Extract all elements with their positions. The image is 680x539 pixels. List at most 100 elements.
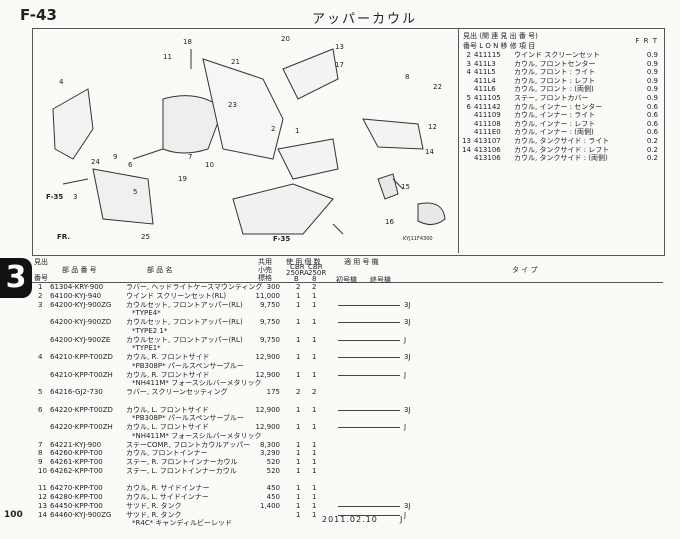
row-qty-b: 1 bbox=[312, 440, 317, 449]
legend-code: 411105 bbox=[474, 93, 501, 102]
row-part-name: *TYPE2 1* bbox=[132, 326, 168, 335]
callout-15: 15 bbox=[401, 183, 410, 191]
row-index: 12 bbox=[38, 493, 47, 501]
row-part-number: 64200-KYJ-900ZD bbox=[50, 318, 112, 326]
row-part-name: *TYPE4* bbox=[132, 309, 161, 318]
table-row: *TYPE1* bbox=[38, 344, 458, 353]
row-type: 3J bbox=[404, 300, 411, 309]
th-model-1: 250RA bbox=[286, 269, 309, 277]
row-qty-b: 1 bbox=[312, 466, 317, 475]
row-qty-a: 2 bbox=[296, 283, 301, 291]
row-part-number: 64210-KPP-T00ZD bbox=[50, 353, 113, 361]
row-index: 6 bbox=[38, 405, 43, 414]
row-qty-b: 1 bbox=[312, 493, 317, 501]
legend-index: 2 bbox=[466, 51, 471, 59]
row-part-name: *NH411M* フォースシルバーメタリック bbox=[132, 431, 262, 440]
row-part-name: カウルセット, フロントアッパー(RL) bbox=[126, 318, 243, 326]
row-price: 12,900 bbox=[255, 405, 281, 414]
callout-22: 22 bbox=[433, 83, 442, 91]
legend-desc: カウル, インナー : (両側) bbox=[514, 128, 594, 137]
row-qty-b: 1 bbox=[312, 501, 317, 510]
row-qty-b: 1 bbox=[312, 510, 317, 519]
print-date: 2011.02.10 bbox=[322, 515, 378, 524]
frame-range-line bbox=[338, 409, 400, 411]
row-part-number: 64200-KYJ-900ZG bbox=[50, 300, 112, 309]
legend-desc: カウル, フロントセンター bbox=[514, 59, 596, 68]
row-qty-b: 1 bbox=[312, 458, 317, 466]
diagram-frame bbox=[32, 28, 665, 256]
row-index: 4 bbox=[38, 353, 43, 361]
row-qty-a: 2 bbox=[296, 388, 301, 396]
callout-13: 13 bbox=[335, 43, 344, 51]
frame-range-line bbox=[338, 322, 400, 323]
th-usage-count: 使 用 個 数 bbox=[286, 258, 321, 266]
row-price: 520 bbox=[266, 458, 280, 466]
legend-frt: 0.6 bbox=[646, 119, 658, 128]
row-part-number: 64280-KPP-T00 bbox=[50, 493, 103, 501]
row-part-name: カウル, R. サイドインナー bbox=[126, 484, 210, 493]
legend-frt: 0.9 bbox=[646, 93, 658, 102]
legend-code: 411L6 bbox=[474, 85, 496, 94]
row-qty-a: 1 bbox=[296, 466, 301, 475]
legend-desc: カウル, フロント : ライト bbox=[514, 68, 596, 77]
row-price: 9,750 bbox=[259, 335, 280, 344]
row-part-number: 64460-KYJ-900ZG bbox=[50, 510, 112, 519]
th-first-frame: 初号機 bbox=[336, 276, 357, 284]
row-part-number: 64261-KPP-T00 bbox=[50, 458, 103, 466]
callout-25: 25 bbox=[141, 233, 150, 241]
row-part-name: ラバー, ヘッドライトケースマウンティング bbox=[126, 283, 263, 291]
legend-desc: カウル, タンクサイド : ライト bbox=[514, 136, 610, 145]
row-qty-a: 1 bbox=[296, 510, 301, 519]
frame-range-line bbox=[338, 514, 400, 516]
legend-code: 413106 bbox=[474, 145, 501, 154]
row-qty-a: 1 bbox=[296, 353, 301, 361]
row-price: 450 bbox=[266, 484, 280, 493]
row-qty-a: 1 bbox=[296, 318, 301, 326]
row-price: 450 bbox=[266, 493, 280, 501]
frame-range-line bbox=[338, 427, 400, 428]
legend-code: 411142 bbox=[474, 102, 501, 111]
callout-3: 3 bbox=[73, 193, 77, 201]
callout-20: 20 bbox=[281, 35, 290, 43]
legend-frt: 0.9 bbox=[646, 68, 658, 77]
row-qty-a: 1 bbox=[296, 449, 301, 458]
row-part-name: サツド, R. タンク bbox=[126, 501, 182, 510]
table-row bbox=[38, 397, 458, 406]
row-qty-a: 1 bbox=[296, 458, 301, 466]
row-type: 3J bbox=[404, 501, 411, 510]
row-part-name: ステーCOMP., フロントカウルアッパー bbox=[126, 440, 251, 449]
row-part-number: 64210-KPP-T00ZH bbox=[50, 370, 113, 379]
legend-code: 411L5 bbox=[474, 68, 496, 77]
legend-frt: 0.6 bbox=[646, 102, 658, 111]
legend-index: 14 bbox=[462, 145, 471, 154]
table-row: *TYPE2 1* bbox=[38, 327, 458, 336]
row-qty-a: 1 bbox=[296, 300, 301, 309]
th-last-frame: 終号機 bbox=[370, 276, 391, 284]
table-row: *TYPE4* bbox=[38, 309, 458, 318]
row-part-name: *PB308P* パールスペンサーブルー bbox=[132, 414, 244, 423]
legend-index: 13 bbox=[462, 136, 471, 145]
row-part-name: *R4C* キャンディルビーレッド bbox=[132, 519, 232, 528]
row-qty-b: 1 bbox=[312, 300, 317, 309]
row-part-name: カウル, L. フロントサイド bbox=[126, 405, 209, 414]
row-qty-b: 1 bbox=[312, 449, 317, 458]
mirror-part bbox=[417, 202, 446, 225]
row-part-name: カウルセット, フロントアッパー(RL) bbox=[126, 300, 243, 309]
row-qty-b: 1 bbox=[312, 484, 317, 493]
callout-12: 12 bbox=[428, 123, 437, 131]
callout-24: 24 bbox=[91, 158, 100, 166]
row-price: 9,750 bbox=[259, 300, 280, 309]
legend-desc: カウル, タンクサイド : レフト bbox=[514, 145, 610, 154]
